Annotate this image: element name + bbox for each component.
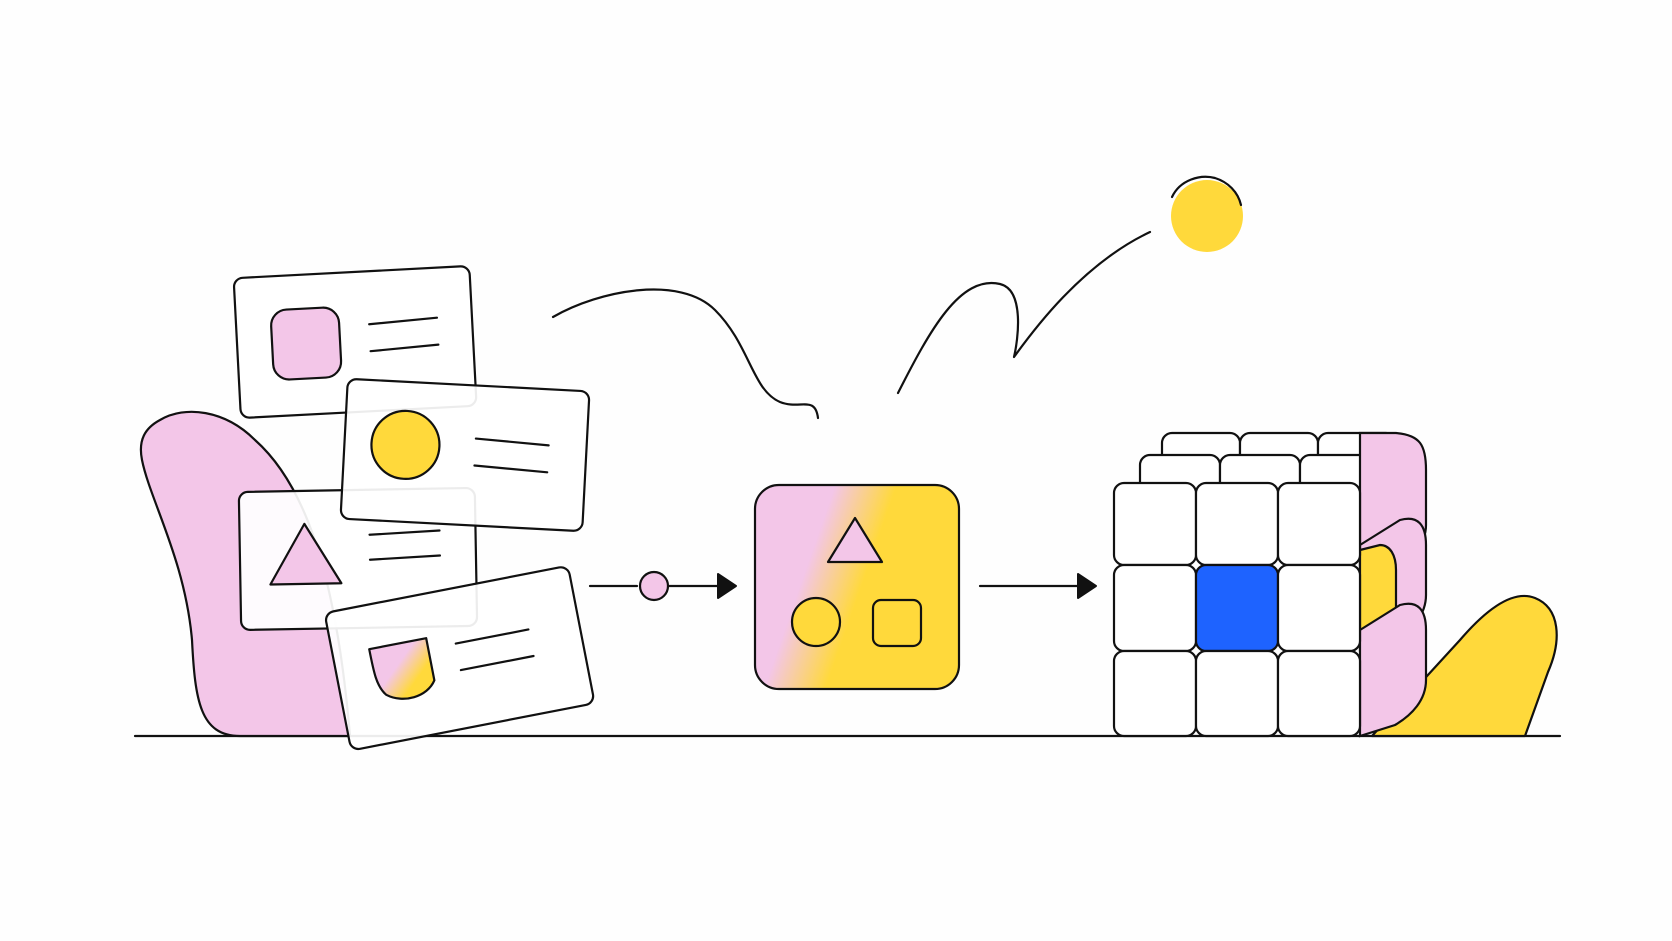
ball-outline [1170, 175, 1243, 207]
card-square [232, 265, 478, 419]
card-shield [324, 566, 595, 751]
ball-icon [1171, 180, 1243, 252]
square-icon [270, 306, 343, 381]
highlighted-cell [1194, 563, 1280, 653]
square-icon [871, 598, 923, 648]
triangle-icon [269, 522, 343, 586]
center-tile [753, 483, 961, 691]
card-circle [339, 378, 591, 532]
circle-icon [790, 596, 842, 648]
squiggle-line [896, 230, 1152, 395]
shield-icon [368, 637, 436, 700]
circle-icon [638, 570, 670, 602]
circle-icon [370, 409, 441, 480]
arrow-right-icon [1077, 573, 1097, 599]
cube-icon [1112, 431, 1428, 738]
squiggle-line [551, 288, 820, 420]
triangle-icon [826, 516, 884, 564]
arrow-right-icon [717, 573, 737, 599]
